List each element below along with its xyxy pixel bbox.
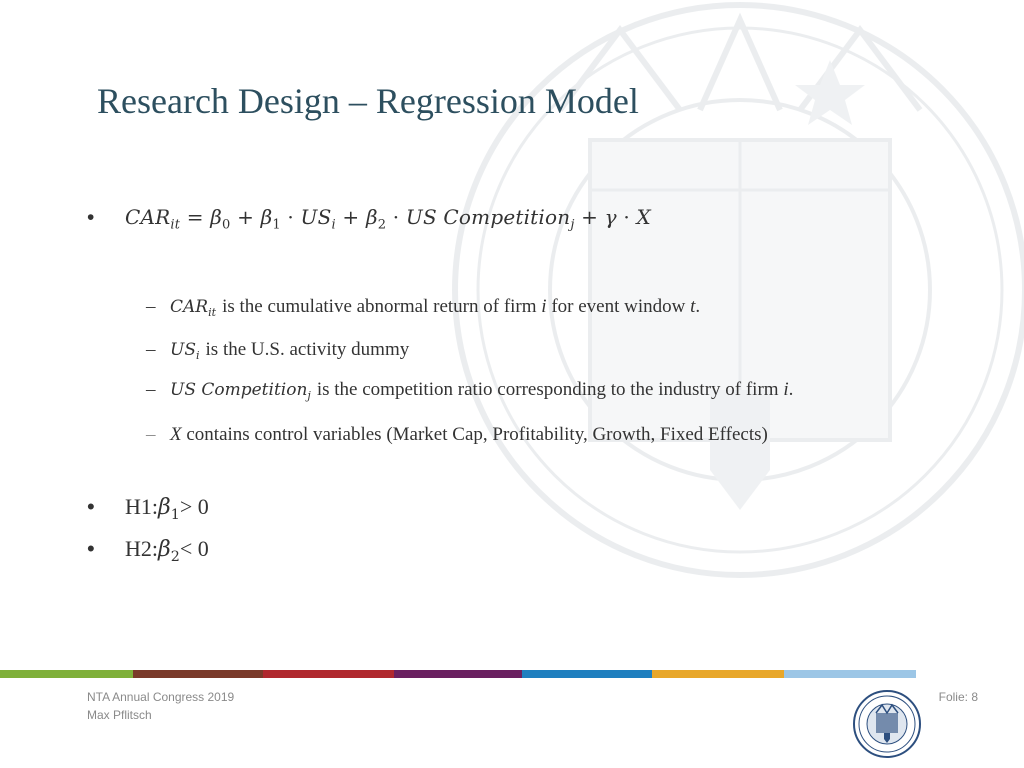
beta-symbol: β [158,495,171,520]
hypothesis-relation: < 0 [179,536,209,561]
dash-marker: – [146,339,156,360]
color-segment [0,670,133,678]
slide-title: Research Design – Regression Model [97,81,639,121]
hypothesis-label: H1: [125,494,158,519]
eq-plus: + [335,205,366,229]
dash-marker: – [146,296,156,317]
eq-gamma: γ [604,205,617,229]
bullet-marker: • [87,536,95,561]
beta-sub: 2 [170,549,180,565]
bullet-marker: • [87,494,95,519]
var-name: US [170,340,196,360]
var-name: X [170,424,182,445]
color-segment [522,670,652,678]
definition-text-part: for event window [546,296,691,317]
var-name: CAR [170,297,209,317]
definition-us: – USi is the U.S. activity dummy [146,339,409,361]
dash-marker: – [146,379,156,400]
hypothesis-label: H2: [125,536,158,561]
equation-bullet: • CARit = β0 + β1 · USi + β2 · US Compet… [87,205,651,232]
hypothesis-beta: β2 [158,537,180,565]
hypothesis-h2: • H2: β2 < 0 [87,536,209,565]
eq-dot: · [386,205,406,229]
definition-text: is the U.S. activity dummy [205,339,410,360]
eq-plus: + [230,205,261,229]
color-segment [263,670,394,678]
definition-text-part: is the competition ratio corresponding t… [316,379,784,400]
eq-beta2: β [365,205,378,229]
definition-italic-i: i [783,379,789,400]
definition-x: – X contains control variables (Market C… [146,424,768,446]
eq-beta0: β [210,205,223,229]
definition-text: is the cumulative abnormal return of fir… [222,296,700,318]
definition-text-part: contains control variables (Market Cap, … [181,424,768,445]
definition-italic-t: t [690,296,696,317]
definition-italic-i: i [541,296,547,317]
color-segment [394,670,522,678]
color-segment [784,670,916,678]
eq-beta0-sub: 0 [222,217,231,233]
definition-variable: CARit [170,297,217,319]
eq-beta2-sub: 2 [377,217,387,233]
regression-equation: CARit = β0 + β1 · USi + β2 · US Competit… [125,205,651,232]
var-name: US Competition [170,380,308,400]
definition-text: is the competition ratio corresponding t… [317,379,794,401]
definition-us-competition: – US Competitionj is the competition rat… [146,379,793,401]
bullet-marker: • [87,206,95,229]
definition-text-part: . [788,379,794,400]
eq-x: X [636,205,651,229]
footer-color-bar [0,670,916,678]
university-seal-watermark [452,2,1024,578]
eq-car-sub: it [170,217,181,233]
eq-dot: · [280,205,301,229]
color-segment [652,670,784,678]
definition-text-part: is the cumulative abnormal return of fir… [222,296,542,317]
university-seal-logo [853,690,921,758]
eq-us-competition-sub: j [570,217,575,233]
beta-symbol: β [158,537,171,562]
definition-text-part: . [695,296,701,317]
beta-sub: 1 [170,507,180,523]
hypothesis-relation: > 0 [179,494,209,519]
eq-car: CAR [125,205,171,229]
eq-beta1: β [260,205,273,229]
definition-variable: US Competitionj [170,380,311,402]
var-sub: i [195,348,200,362]
var-sub: j [307,388,311,402]
eq-dot: · [616,205,637,229]
eq-equals: = [180,205,211,229]
footer-author: Max Pflitsch [87,708,152,722]
dash-marker: – [146,424,156,445]
var-sub: it [208,305,217,319]
page-number: Folie: 8 [938,690,978,704]
eq-beta1-sub: 1 [272,217,281,233]
definition-variable: USi [170,340,200,362]
eq-us-sub: i [331,217,336,233]
color-segment [133,670,263,678]
eq-plus: + [574,205,605,229]
footer-event: NTA Annual Congress 2019 [87,690,235,704]
eq-us-competition: US Competition [405,205,571,229]
hypothesis-h1: • H1: β1 > 0 [87,494,209,523]
hypothesis-beta: β1 [158,495,180,523]
eq-us: US [300,205,332,229]
definition-car: – CARit is the cumulative abnormal retur… [146,296,700,318]
definition-text: X contains control variables (Market Cap… [170,424,768,446]
